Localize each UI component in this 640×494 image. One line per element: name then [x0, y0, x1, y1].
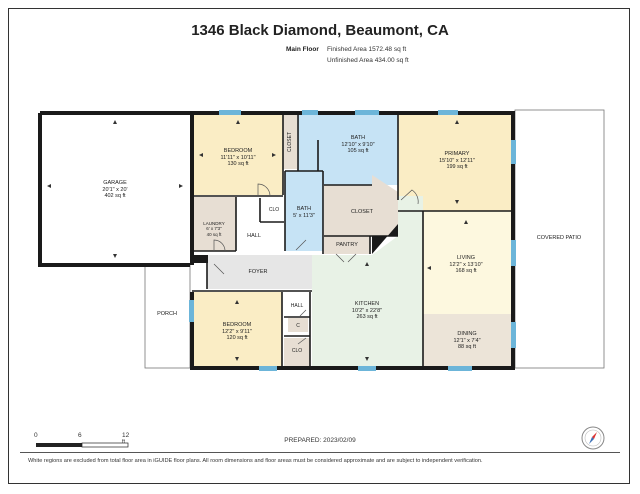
bath2-room [285, 171, 323, 251]
unfinished-area: Unfinished Area 434.00 sq ft [327, 57, 409, 64]
bedroom1-room [192, 113, 283, 195]
bath1-left-room [298, 113, 318, 171]
room-area: 105 sq ft [347, 148, 369, 155]
room-dims: 10'2" x 22'8" [351, 307, 383, 314]
room-area: 168 sq ft [455, 268, 477, 275]
foyer-room [207, 255, 312, 289]
room-dims: 5' x 11'3" [293, 212, 315, 219]
room-name: BATH [350, 135, 366, 141]
room-area: 88 sq ft [457, 344, 477, 351]
room-name: DINING [457, 331, 477, 337]
scale-label-6: 6 [78, 432, 82, 439]
garage-label: GARAGE 20'1" x 20' 402 sq ft [102, 180, 127, 200]
porch-label: PORCH [157, 311, 177, 317]
pantry-wall-wedge [372, 224, 398, 254]
kitchen-room [312, 196, 423, 368]
pantry-room [324, 236, 370, 254]
room-area: 199 sq ft [446, 164, 468, 171]
closet-mid-label: CLOSET [350, 209, 374, 215]
room-dims: 6' x 7'3" [206, 226, 222, 232]
closet-top-room [283, 113, 297, 169]
covered-patio-label: COVERED PATIO [536, 235, 582, 241]
door-swings [213, 183, 419, 345]
c-small-room [288, 318, 308, 332]
room-name: BEDROOM [222, 322, 252, 328]
room-area: 263 sq ft [356, 314, 378, 321]
room-area: 120 sq ft [226, 335, 248, 342]
living-room [423, 211, 513, 314]
living-label: LIVING 12'2" x 13'10" 168 sq ft [449, 255, 482, 275]
scale-label-12-value: 12 [122, 432, 130, 439]
room-area: 40 sq ft [206, 231, 222, 237]
closet-top-label: CLOSET [287, 131, 293, 153]
foyer-label: FOYER [248, 269, 268, 275]
prepared-date: PREPARED: 2023/02/09 [284, 437, 356, 444]
bedroom2-room [192, 292, 282, 368]
c-small-label: C [296, 323, 300, 329]
scale-label-0: 0 [34, 432, 38, 439]
bath2-label: BATH 5' x 11'3" [293, 206, 315, 219]
bath1-label: BATH 12'10" x 9'10" 105 sq ft [341, 135, 374, 155]
room-name: PRIMARY [444, 151, 470, 157]
room-area: 130 sq ft [227, 161, 249, 168]
room-area: 402 sq ft [104, 193, 126, 200]
hall2-label: HALL [290, 303, 304, 309]
room-dims: 12'2" x 13'10" [449, 261, 483, 268]
room-name: LIVING [456, 255, 476, 261]
footer-disclaimer: White regions are excluded from total fl… [28, 458, 483, 464]
primary-label: PRIMARY 15'10" x 12'11" 199 sq ft [439, 151, 475, 171]
room-dims: 15'10" x 12'11" [439, 157, 475, 164]
laundry-label: LAUNDRY 6' x 7'3" 40 sq ft [203, 221, 224, 237]
room-name: KITCHEN [354, 301, 380, 307]
garage-corner-wall [190, 255, 208, 263]
bedroom2-label: BEDROOM 12'2" x 9'11" 120 sq ft [222, 322, 252, 342]
closet-mid-room [324, 175, 398, 236]
dining-room [423, 314, 513, 368]
kitchen-label: KITCHEN 10'2" x 22'8" 263 sq ft [352, 301, 382, 321]
hall1-label: HALL [247, 233, 261, 239]
room-dims: 11'11" x 10'11" [220, 154, 256, 161]
clo1-label: CLO [268, 207, 280, 213]
dining-label: DINING 12'1" x 7'4" 88 sq ft [453, 331, 480, 351]
primary-room [398, 113, 513, 211]
hall2-room [284, 292, 310, 316]
dimension-markers [47, 120, 468, 361]
windows [189, 110, 516, 371]
room-name: BATH [296, 206, 312, 212]
scale-unit: ft [122, 439, 126, 445]
clo2-label: CLO [291, 348, 303, 354]
bedroom1-label: BEDROOM 11'11" x 10'11" 130 sq ft [220, 148, 255, 168]
clo2-room [284, 338, 310, 368]
scale-bar [36, 442, 129, 448]
garage-room [40, 113, 190, 265]
finished-area: Finished Area 1572.48 sq ft [327, 46, 407, 53]
room-name: GARAGE [103, 180, 127, 186]
room-dims: 12'1" x 7'4" [453, 337, 481, 344]
room-name: LAUNDRY [203, 221, 225, 226]
floor-label: Main Floor [286, 46, 319, 53]
page-frame [8, 8, 630, 484]
room-name: BEDROOM [223, 148, 253, 154]
compass-icon [581, 426, 605, 450]
room-dims: 12'2" x 9'11" [222, 328, 252, 335]
footer-divider [20, 452, 620, 453]
property-title: 1346 Black Diamond, Beaumont, CA [191, 22, 449, 39]
room-dims: 20'1" x 20' [102, 186, 128, 193]
pantry-label: PANTRY [336, 242, 358, 248]
room-dims: 12'10" x 9'10" [341, 141, 375, 148]
bath1-room [318, 113, 398, 185]
